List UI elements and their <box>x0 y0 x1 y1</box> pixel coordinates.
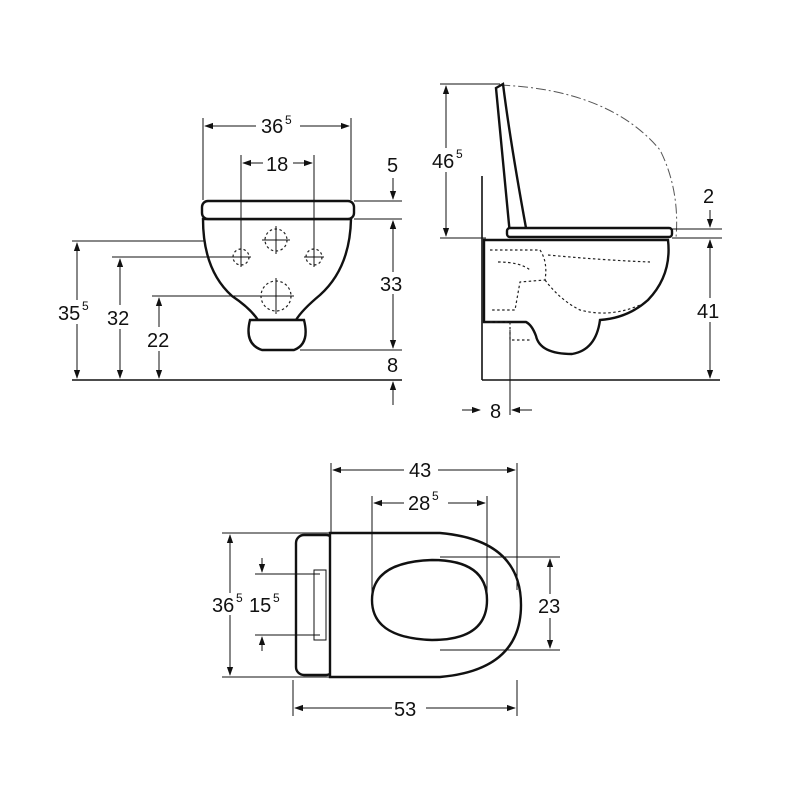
dim-outlet-offset: 8 <box>387 355 398 377</box>
dim-outlet-height: 22 <box>147 330 169 352</box>
dim-bowl-height: 33 <box>380 274 402 296</box>
dim-fixing-height: 32 <box>107 308 129 330</box>
bowl-front-outline <box>201 217 353 322</box>
dim-seat-thickness: 5 <box>387 155 398 177</box>
dim-lid-height-sup: 5 <box>456 147 463 161</box>
side-view: 46 5 2 41 8 <box>430 82 726 423</box>
dim-width-total: 36 <box>261 116 283 138</box>
flush-inlet-icon <box>262 226 290 254</box>
dim-wall-offset: 8 <box>490 401 501 423</box>
seat-side <box>505 226 674 239</box>
dim-overall-height: 35 <box>58 303 80 325</box>
dim-rim-height: 41 <box>697 301 719 323</box>
dim-seat-gap: 2 <box>703 186 714 208</box>
top-view: 43 28 5 36 5 15 5 23 53 <box>210 458 568 721</box>
dim-fixing-width: 15 <box>249 595 271 617</box>
fixing-left-icon <box>231 247 251 267</box>
dim-seat-opening-length-sup: 5 <box>432 489 439 503</box>
dim-top-width-total-sup: 5 <box>236 591 243 605</box>
lid-open <box>494 82 528 237</box>
dim-lid-height: 46 <box>432 151 454 173</box>
front-view: 36 5 18 5 33 8 35 5 32 22 <box>56 113 410 405</box>
dim-fixing-spacing: 18 <box>266 154 288 176</box>
dim-length-bowl: 43 <box>409 460 431 482</box>
lid-swing-arc <box>499 84 678 239</box>
hinge-cover <box>313 569 327 641</box>
waste-outlet-icon <box>258 278 294 314</box>
dim-seat-opening-width: 23 <box>538 596 560 618</box>
seat-opening <box>370 558 489 642</box>
dim-fixing-width-sup: 5 <box>273 591 280 605</box>
dim-width-total-sup: 5 <box>285 113 292 127</box>
outlet-spigot <box>247 318 307 352</box>
bowl-side-outline <box>482 238 670 356</box>
dim-length-total: 53 <box>394 699 416 721</box>
fixing-right-icon <box>304 247 324 267</box>
dim-overall-height-sup: 5 <box>82 299 89 313</box>
seat-front <box>200 199 356 221</box>
dim-top-width-total: 36 <box>212 595 234 617</box>
hinge-backplate <box>294 533 336 677</box>
dim-seat-opening-length: 28 <box>408 493 430 515</box>
